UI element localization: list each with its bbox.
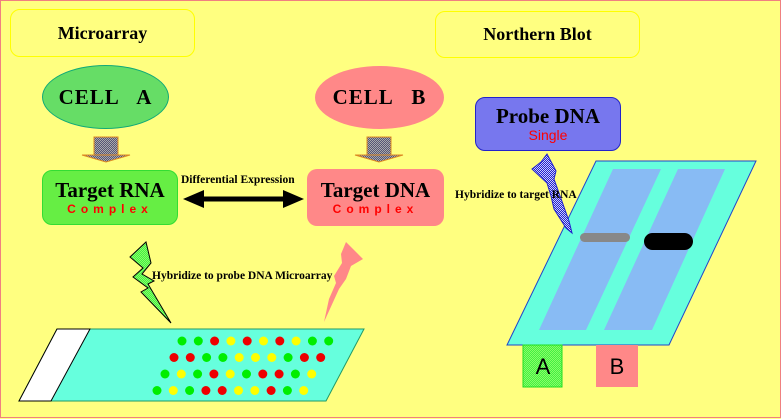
target-dna-subtitle: Complex xyxy=(332,201,419,216)
microarray-spot-green xyxy=(283,353,293,362)
target-dna-box: Target DNA Complex xyxy=(307,169,444,226)
lightning-bolt-green xyxy=(129,241,172,324)
microarray-title-box: Microarray xyxy=(10,9,195,57)
lane-a-box xyxy=(522,344,563,388)
differential-expression-label: Differential Expression xyxy=(181,174,295,186)
microarray-spot-green xyxy=(282,386,292,395)
microarray-spot-red xyxy=(185,353,195,362)
microarray-spot-yellow xyxy=(250,386,260,395)
microarray-spots xyxy=(152,336,334,395)
microarray-spot-yellow xyxy=(234,386,243,395)
microarray-spot-red xyxy=(201,386,211,395)
arrow-down-cell-b xyxy=(354,136,404,163)
microarray-spot-red xyxy=(275,336,285,346)
differential-expression-double-arrow xyxy=(183,190,304,208)
band-lane-b xyxy=(644,233,693,250)
lightning-bolt-probe xyxy=(531,153,573,235)
microarray-spot-yellow xyxy=(259,336,268,346)
cell-a: CELL A xyxy=(42,65,169,129)
microarray-spot-yellow xyxy=(225,369,235,379)
cell-b-label: CELL B xyxy=(332,85,427,109)
lane-a-label: A xyxy=(535,353,551,379)
hybridize-northern-label: Hybridize to target RNA xyxy=(455,189,577,201)
microarray-spot-yellow xyxy=(234,353,244,362)
microarray-spot-green xyxy=(185,386,195,395)
microarray-spot-red xyxy=(169,353,179,362)
microarray-spot-red xyxy=(258,369,268,379)
northern-blot-title: Northern Blot xyxy=(483,24,592,44)
hybridize-microarray-label: Hybridize to probe DNA Microarray xyxy=(152,270,333,282)
microarray-title: Microarray xyxy=(57,22,148,43)
microarray-spot-green xyxy=(324,336,334,346)
microarray-spot-yellow xyxy=(291,336,301,346)
cell-b: CELL B xyxy=(315,66,444,129)
cell-a-label: CELL A xyxy=(58,84,153,109)
microarray-spot-green xyxy=(202,353,212,362)
target-rna-box: Target RNA Complex xyxy=(42,170,178,225)
microarray-spot-red xyxy=(266,386,276,395)
microarray-spot-yellow xyxy=(299,386,309,395)
microarray-spot-green xyxy=(218,353,228,362)
probe-dna-box: Probe DNA Single xyxy=(475,97,621,151)
lane-b-label: B xyxy=(609,353,625,379)
probe-dna-title: Probe DNA xyxy=(495,104,600,128)
microarray-spot-green xyxy=(242,369,251,379)
microarray-spot-green xyxy=(193,369,203,379)
microarray-spot-yellow xyxy=(251,353,260,362)
microarray-spot-green xyxy=(177,336,187,346)
microarray-spot-red xyxy=(299,353,309,362)
arrow-down-cell-a xyxy=(81,136,131,163)
northern-blot-title-box: Northern Blot xyxy=(435,11,640,58)
microarray-spot-red xyxy=(209,369,219,379)
microarray-spot-green xyxy=(152,386,162,395)
microarray-spot-yellow xyxy=(176,369,186,379)
microarray-spot-green xyxy=(290,369,300,379)
band-lane-a xyxy=(580,233,630,242)
microarray-spot-yellow xyxy=(267,353,277,362)
target-rna-subtitle: Complex xyxy=(67,201,153,216)
microarray-slide xyxy=(18,328,365,402)
microarray-spot-red xyxy=(316,353,326,362)
target-rna-title: Target RNA xyxy=(55,177,165,202)
microarray-spot-red xyxy=(210,336,220,346)
microarray-spot-yellow xyxy=(307,369,317,379)
lane-b-box xyxy=(596,345,638,387)
northern-blot-membrane xyxy=(506,160,757,346)
microarray-spot-red xyxy=(274,369,284,379)
lane-a-gel xyxy=(539,169,661,330)
lightning-bolt-pink xyxy=(324,242,363,322)
microarray-spot-green xyxy=(160,369,170,379)
probe-dna-subtitle: Single xyxy=(528,127,568,143)
microarray-spot-green xyxy=(193,336,203,346)
target-dna-title: Target DNA xyxy=(320,177,431,202)
microarray-spot-yellow xyxy=(168,386,178,395)
microarray-spot-red xyxy=(217,386,227,395)
microarray-spot-red xyxy=(242,336,252,346)
microarray-spot-green xyxy=(307,336,317,346)
microarray-spot-yellow xyxy=(226,336,236,346)
